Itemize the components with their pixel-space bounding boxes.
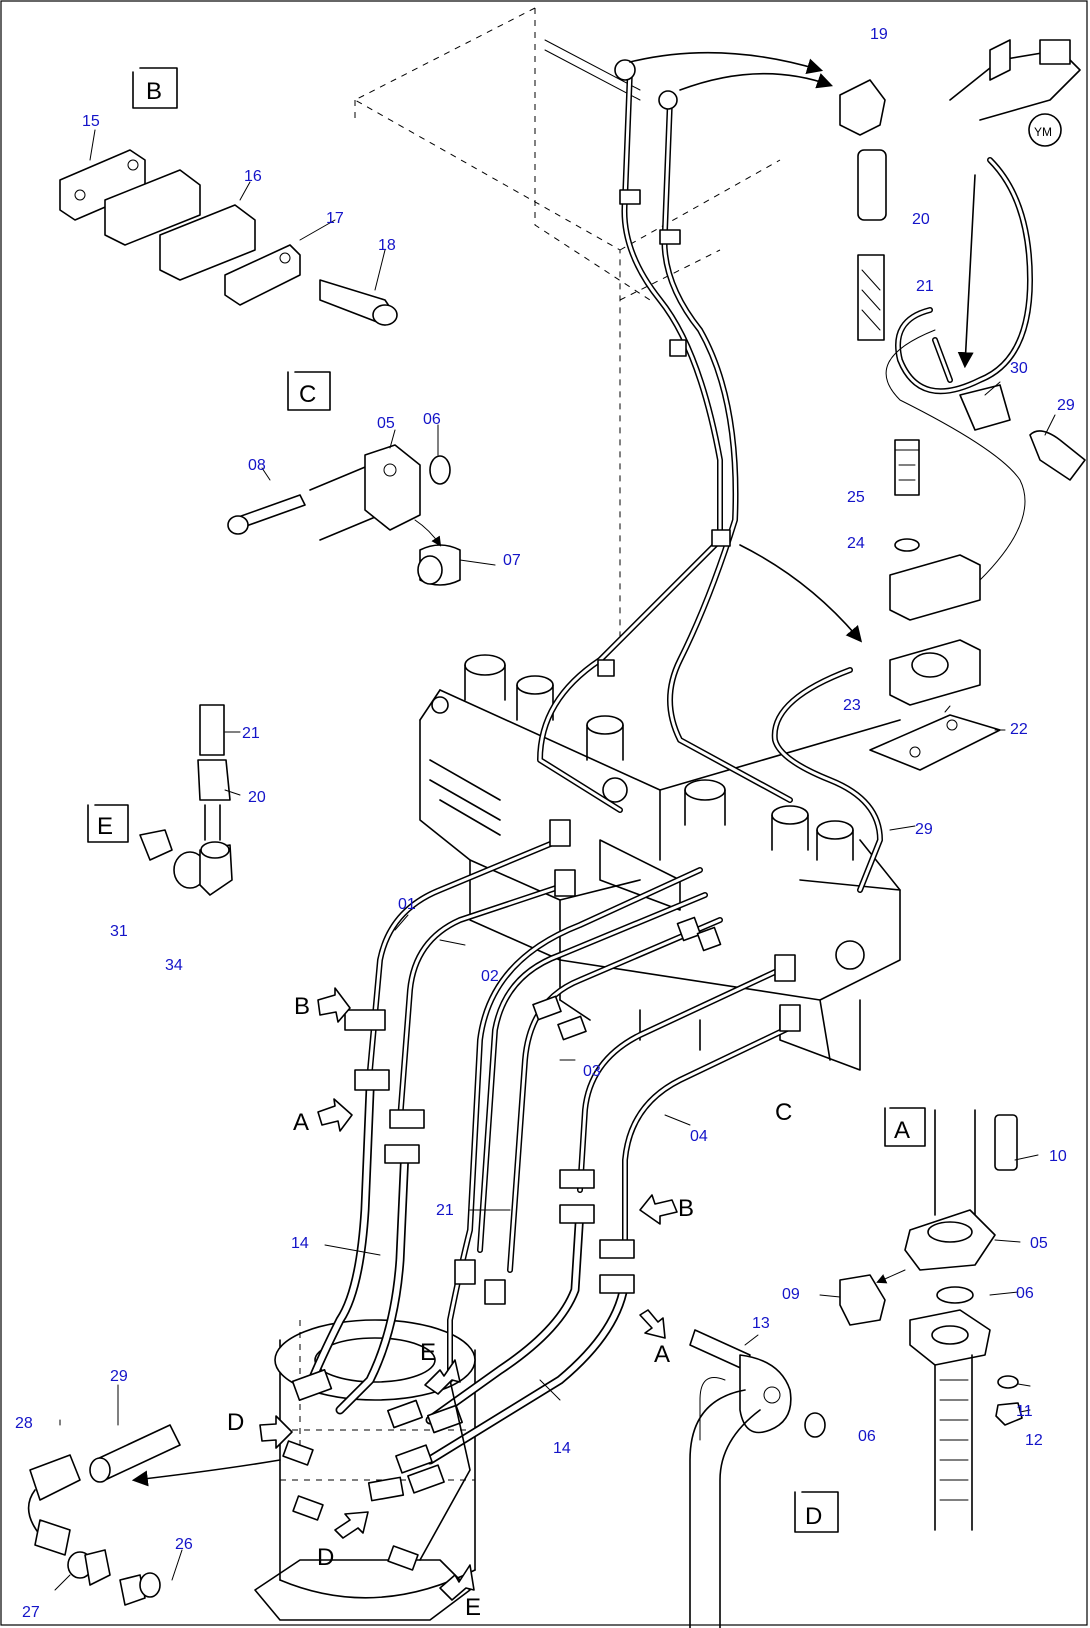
motor-fittings <box>282 1368 471 1571</box>
detail-b-parts <box>59 149 398 326</box>
svg-text:29: 29 <box>1057 397 1075 414</box>
svg-text:29: 29 <box>915 821 933 838</box>
svg-text:18: 18 <box>378 237 396 254</box>
svg-text:10: 10 <box>1049 1148 1067 1165</box>
svg-text:D: D <box>227 1409 244 1436</box>
svg-text:22: 22 <box>1010 721 1028 738</box>
clamp-assembly-right <box>869 337 1086 771</box>
svg-text:30: 30 <box>1010 360 1028 377</box>
svg-text:14: 14 <box>291 1235 309 1252</box>
svg-text:21: 21 <box>916 278 934 295</box>
svg-text:19: 19 <box>870 26 888 43</box>
assembly-arrows <box>131 51 976 1487</box>
svg-text:07: 07 <box>503 552 521 569</box>
detail-view-d-box: D <box>794 1491 839 1533</box>
detail-d-parts <box>689 1329 826 1628</box>
hydraulic-lines <box>305 67 1033 1465</box>
svg-text:C: C <box>775 1099 792 1126</box>
svg-text:06: 06 <box>858 1428 876 1445</box>
svg-text:B: B <box>146 78 162 105</box>
svg-text:15: 15 <box>82 113 100 130</box>
svg-text:16: 16 <box>244 168 262 185</box>
svg-text:11: 11 <box>1016 1403 1033 1420</box>
svg-text:A: A <box>293 1109 309 1136</box>
svg-text:05: 05 <box>1030 1235 1048 1252</box>
svg-text:E: E <box>420 1339 436 1366</box>
svg-text:03: 03 <box>583 1063 601 1080</box>
leader-lines <box>54 129 1056 1591</box>
svg-text:20: 20 <box>248 789 266 806</box>
svg-text:06: 06 <box>1016 1285 1034 1302</box>
svg-text:25: 25 <box>847 489 865 506</box>
svg-text:28: 28 <box>15 1415 33 1432</box>
svg-text:21: 21 <box>242 725 260 742</box>
detail-e-parts <box>139 704 233 896</box>
view-marker-letters: B A B A D D E E C <box>227 993 792 1621</box>
svg-text:20: 20 <box>912 211 930 228</box>
svg-text:C: C <box>299 381 316 408</box>
machine-body-outline <box>353 7 781 640</box>
svg-text:B: B <box>294 993 310 1020</box>
svg-text:34: 34 <box>165 957 183 974</box>
fittings-bottom-left <box>27 1424 181 1606</box>
svg-text:29: 29 <box>110 1368 128 1385</box>
svg-text:09: 09 <box>782 1286 800 1303</box>
view-marker-arrows <box>259 987 678 1601</box>
svg-text:D: D <box>317 1544 334 1571</box>
svg-text:04: 04 <box>690 1128 708 1145</box>
svg-text:A: A <box>654 1341 670 1368</box>
swing-motor-unit <box>254 1319 476 1621</box>
svg-text:31: 31 <box>110 923 128 940</box>
detail-view-b-box: B <box>132 67 178 109</box>
detail-view-e-box: E <box>87 804 129 843</box>
svg-text:A: A <box>894 1117 910 1144</box>
svg-text:13: 13 <box>752 1315 770 1332</box>
svg-text:B: B <box>678 1195 694 1222</box>
svg-text:27: 27 <box>22 1604 40 1621</box>
pilot-fittings-top: YM <box>614 39 1081 341</box>
svg-text:26: 26 <box>175 1536 193 1553</box>
part-number-labels: 19 20 21 30 29 25 24 23 22 29 15 16 17 1… <box>15 26 1075 1621</box>
svg-text:D: D <box>805 1503 822 1530</box>
svg-text:08: 08 <box>248 457 266 474</box>
line-clamps <box>344 189 801 1305</box>
svg-text:06: 06 <box>423 411 441 428</box>
svg-text:YM: YM <box>1034 125 1052 139</box>
svg-text:21: 21 <box>436 1202 454 1219</box>
svg-text:05: 05 <box>377 415 395 432</box>
detail-a-parts <box>839 1109 1023 1531</box>
detail-view-a-box: A <box>884 1107 926 1147</box>
svg-text:12: 12 <box>1025 1432 1043 1449</box>
svg-text:14: 14 <box>553 1440 571 1457</box>
detail-c-parts <box>227 444 461 586</box>
svg-text:02: 02 <box>481 968 499 985</box>
svg-text:01: 01 <box>398 896 416 913</box>
svg-text:E: E <box>465 1594 481 1621</box>
svg-text:E: E <box>97 813 113 840</box>
svg-text:17: 17 <box>326 210 344 227</box>
control-valve-block <box>419 654 901 1071</box>
svg-text:23: 23 <box>843 697 861 714</box>
detail-view-c-box: C <box>287 371 331 411</box>
svg-text:24: 24 <box>847 535 865 552</box>
